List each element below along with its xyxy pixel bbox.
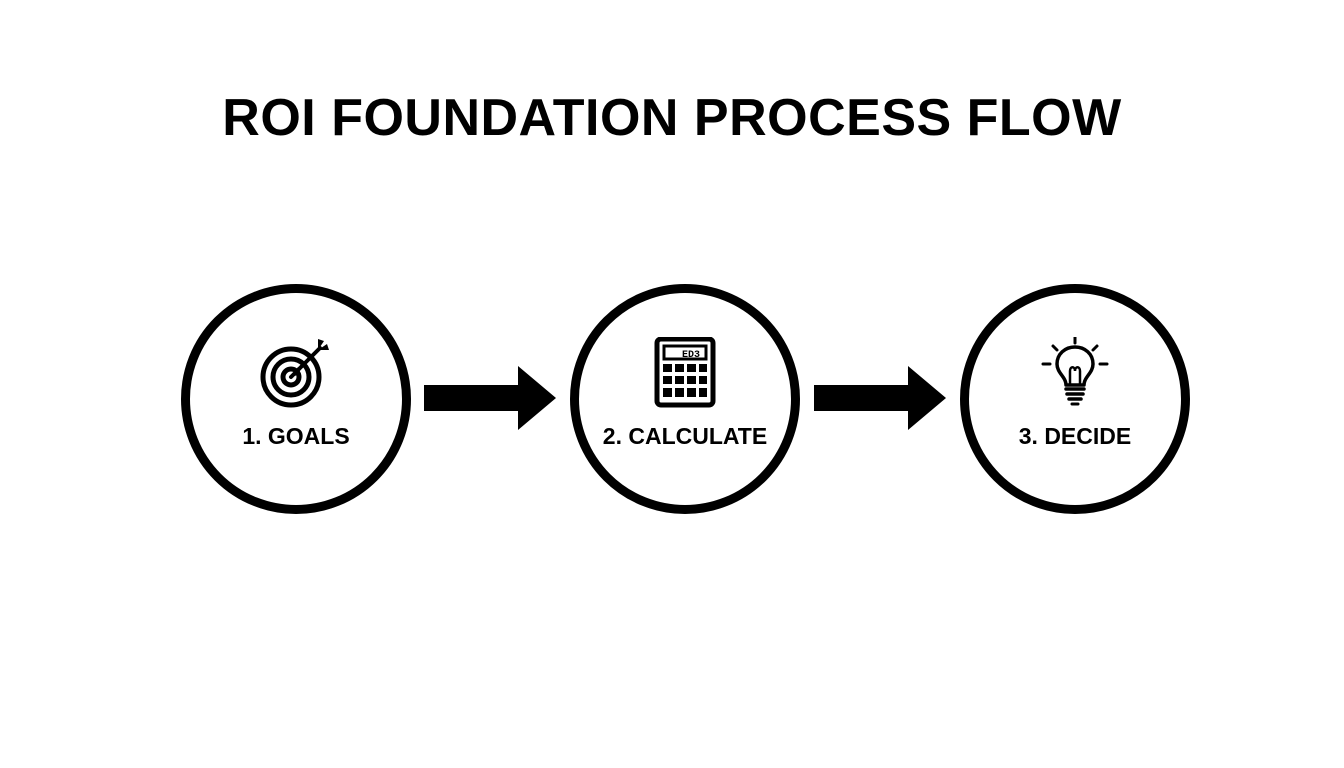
step-label: 2. CALCULATE: [602, 423, 768, 449]
step-label: 1. GOALS: [242, 423, 350, 449]
calculator-display-text: ED3: [682, 350, 700, 361]
step-label: 3. DECIDE: [1018, 423, 1132, 449]
diagram-title: ROI FOUNDATION PROCESS FLOW: [222, 89, 1122, 147]
step-calculate: ED3 2. CALCULATE: [570, 284, 800, 514]
target-icon: [260, 337, 332, 409]
step-goals: 1. GOALS: [181, 284, 411, 514]
calculator-icon: ED3: [649, 337, 721, 409]
flow-arrow-2: [814, 366, 946, 430]
lightbulb-icon: [1039, 337, 1111, 409]
step-decide: 3. DECIDE: [960, 284, 1190, 514]
flow-arrow-1: [424, 366, 556, 430]
